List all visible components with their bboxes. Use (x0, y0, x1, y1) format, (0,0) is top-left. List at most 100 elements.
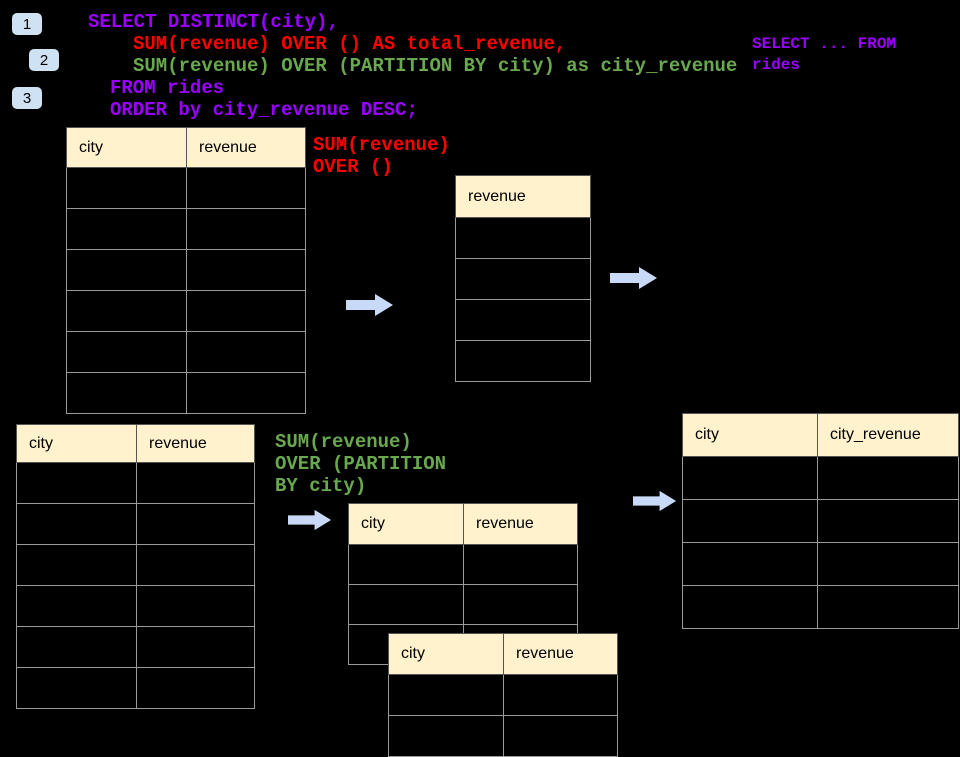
flow-arrow-to-final-result (633, 489, 677, 513)
empty-cell (186, 249, 306, 291)
table-row (348, 584, 578, 625)
header-cell-city: city (66, 127, 187, 168)
step-badge-1-label: 1 (22, 15, 32, 33)
table-row (682, 499, 959, 543)
table-header-row: city revenue (66, 127, 306, 168)
table-body (388, 674, 618, 757)
table-source-bottom: city revenue (16, 424, 255, 709)
label-total-line1: SUM(revenue) (313, 134, 450, 156)
empty-cell (682, 456, 818, 500)
step-badge-2: 2 (29, 49, 59, 71)
table-row (682, 585, 959, 629)
empty-cell (136, 544, 255, 586)
side-note-line2: rides (752, 56, 801, 74)
table-source-top: city revenue (66, 127, 306, 414)
empty-cell (186, 331, 306, 373)
diagram-canvas: 1 2 3 SELECT DISTINCT(city), SUM(revenue… (12, 11, 959, 757)
table-row (455, 217, 591, 259)
label-partition-line1: SUM(revenue) (275, 431, 412, 453)
empty-cell (817, 585, 959, 629)
empty-cell (136, 626, 255, 668)
empty-cell (682, 499, 818, 543)
label-partition-line3: BY city) (275, 475, 367, 497)
empty-cell (66, 331, 187, 373)
empty-cell (66, 249, 187, 291)
header-cell-city: city (16, 424, 137, 463)
empty-cell (136, 503, 255, 545)
table-body (16, 462, 255, 709)
header-cell-city: city (348, 503, 464, 545)
table-row (66, 290, 306, 332)
sql-line-partition: SUM(revenue) OVER (PARTITION BY city) as… (133, 55, 738, 77)
step-badge-3: 3 (12, 87, 42, 109)
empty-cell (348, 584, 464, 625)
label-sum-over-total: SUM(revenue)OVER () (313, 134, 450, 178)
header-cell-revenue: revenue (136, 424, 255, 463)
flow-arrow-to-total-result (346, 293, 394, 317)
empty-cell (817, 542, 959, 586)
sql-line-from: FROM rides (110, 77, 225, 99)
table-body (455, 217, 591, 382)
empty-cell (186, 208, 306, 250)
table-row (455, 258, 591, 300)
table-header-row: city revenue (388, 633, 618, 675)
sql-line-total: SUM(revenue) OVER () AS total_revenue, (133, 33, 567, 55)
sql-line-order: ORDER by city_revenue DESC; (110, 99, 418, 121)
empty-cell (16, 626, 137, 668)
header-cell-revenue: revenue (503, 633, 618, 675)
table-row (16, 667, 255, 709)
empty-cell (66, 208, 187, 250)
empty-cell (136, 667, 255, 709)
table-body (348, 544, 578, 665)
table-row (66, 208, 306, 250)
header-cell-revenue: revenue (463, 503, 578, 545)
header-cell-city: city (682, 413, 818, 457)
empty-cell (682, 542, 818, 586)
empty-cell (136, 585, 255, 627)
empty-cell (16, 503, 137, 545)
arrow-right-icon (610, 267, 657, 289)
table-row (16, 544, 255, 586)
arrow-right-icon (633, 490, 677, 512)
empty-cell (463, 584, 578, 625)
empty-cell (186, 290, 306, 332)
empty-cell (388, 674, 504, 716)
empty-cell (455, 340, 591, 382)
table-total-result: revenue (455, 175, 591, 382)
table-row (16, 503, 255, 545)
empty-cell (455, 299, 591, 341)
table-final-result: city city_revenue (682, 413, 959, 629)
table-row (388, 674, 618, 716)
table-header-row: city city_revenue (682, 413, 959, 457)
step-badge-1: 1 (12, 13, 42, 35)
flow-arrow-from-total-result (610, 266, 658, 290)
empty-cell (186, 372, 306, 414)
table-row (16, 626, 255, 668)
table-row (682, 456, 959, 500)
empty-cell (817, 456, 959, 500)
table-row (66, 372, 306, 414)
empty-cell (136, 462, 255, 504)
table-row (66, 331, 306, 373)
table-body (682, 456, 959, 629)
table-row (66, 167, 306, 209)
table-header-row: city revenue (348, 503, 578, 545)
header-cell-city: city (388, 633, 504, 675)
empty-cell (682, 585, 818, 629)
table-header-row: city revenue (16, 424, 255, 463)
empty-cell (66, 290, 187, 332)
step-badge-3-label: 3 (22, 89, 32, 107)
table-partition-mid: city revenue (348, 503, 578, 665)
step-badge-2-label: 2 (39, 51, 49, 69)
empty-cell (66, 372, 187, 414)
table-row (348, 544, 578, 585)
table-partition-overlay: city revenue (388, 633, 618, 757)
empty-cell (503, 674, 618, 716)
header-cell-city-revenue: city_revenue (817, 413, 959, 457)
empty-cell (16, 667, 137, 709)
table-row (388, 715, 618, 757)
table-row (66, 249, 306, 291)
empty-cell (348, 544, 464, 585)
